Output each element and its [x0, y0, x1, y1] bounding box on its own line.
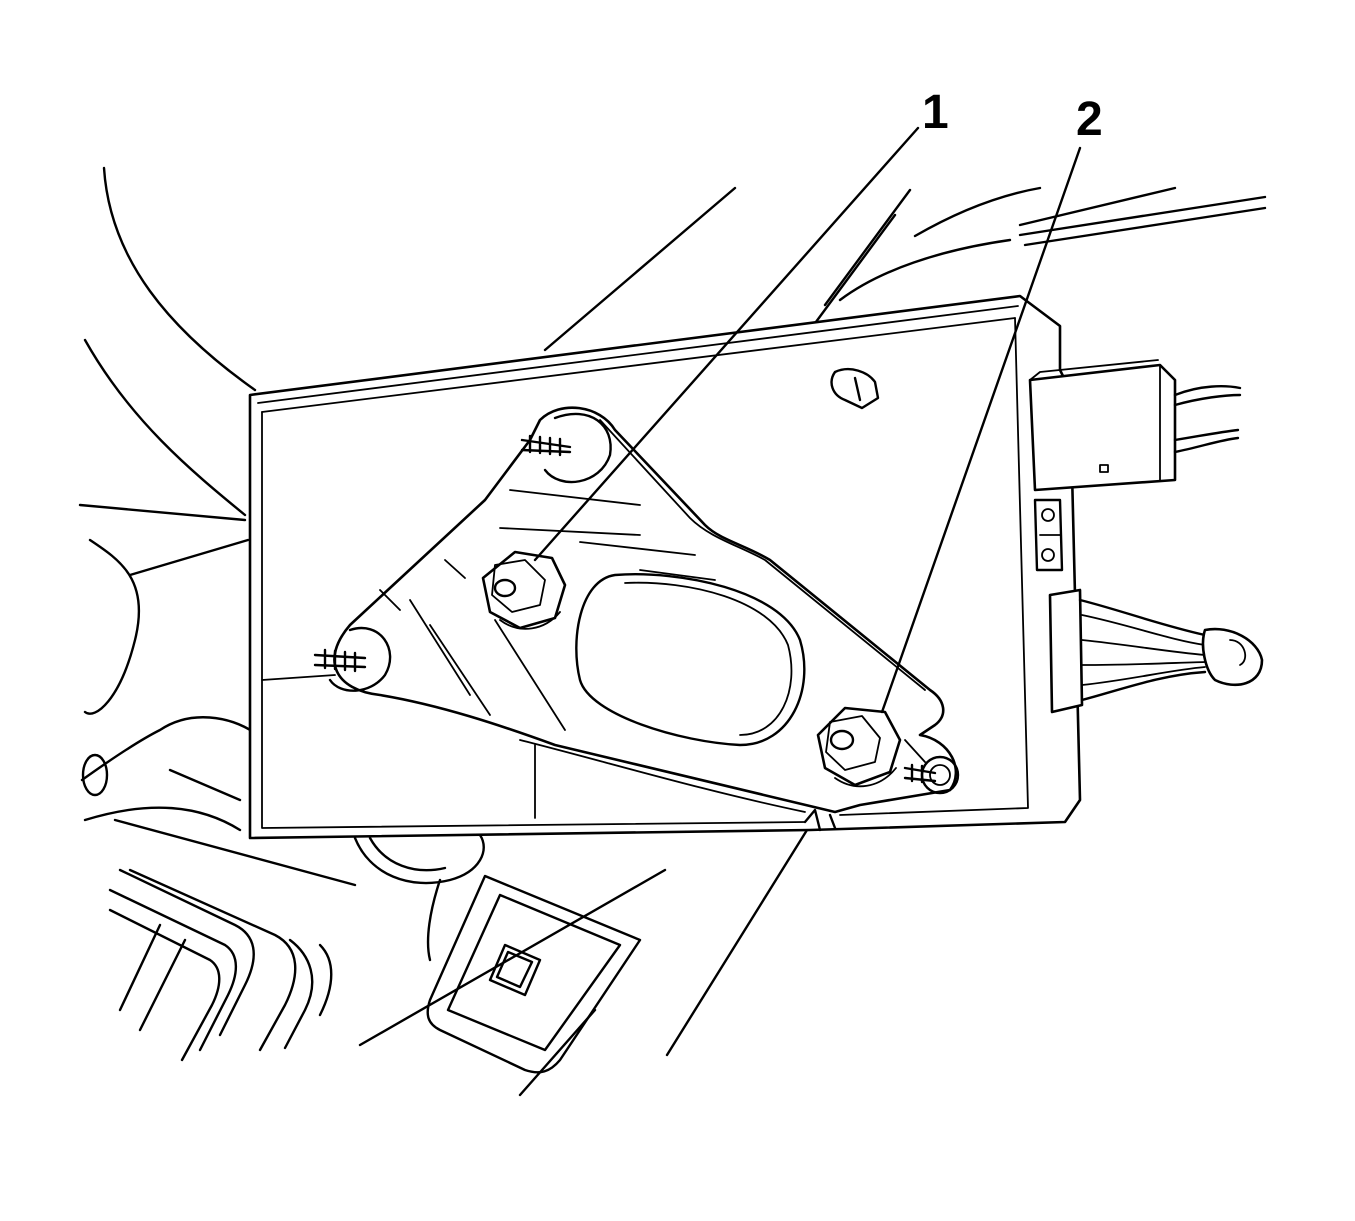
connectors: [1028, 359, 1264, 714]
nut-1: [481, 550, 567, 630]
callout-label-2: 2: [1076, 93, 1103, 146]
mounting-bracket: [328, 406, 960, 814]
callout-label-1: 1: [922, 86, 949, 139]
background-structure: [78, 166, 1267, 1097]
callout-leaders: [533, 126, 1082, 714]
nut-2: [816, 706, 902, 788]
studs: [313, 434, 937, 784]
